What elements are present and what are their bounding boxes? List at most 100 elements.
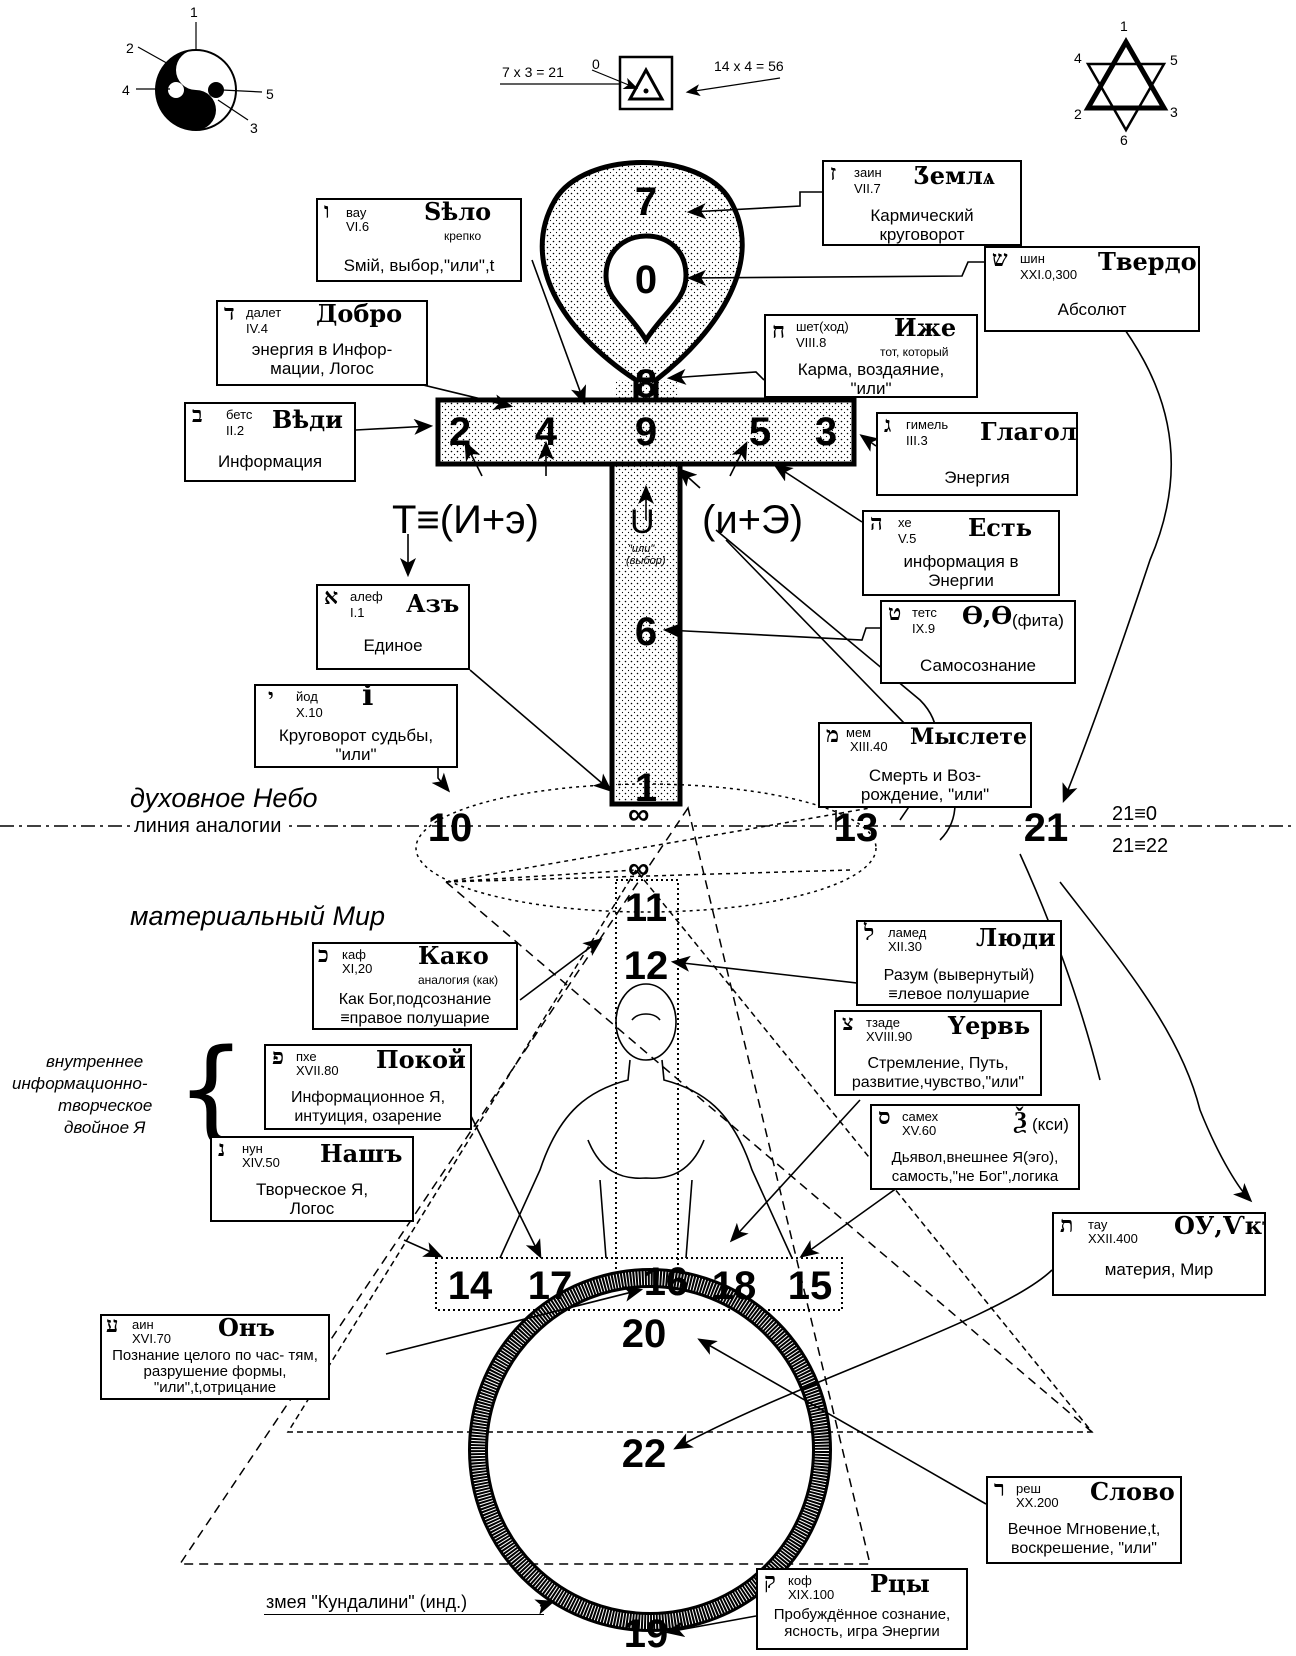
box-slovo: ר реш XX.200 Слово Вечное Мгновение,t, в… xyxy=(986,1476,1182,1564)
union-note-2: (выбор) xyxy=(626,555,666,567)
hebrew-name: йод xyxy=(296,689,318,704)
slavonic-letter: Ѳ,Ѳ xyxy=(962,601,1013,630)
num-17: 17 xyxy=(527,1264,573,1308)
hebrew-letter: צ xyxy=(842,1010,854,1036)
star-of-david-icon xyxy=(1083,36,1169,133)
num-22: 22 xyxy=(621,1432,667,1476)
ankh-num-7: 7 xyxy=(634,180,658,224)
num-12: 12 xyxy=(623,944,669,988)
inner-label-4: двойное Я xyxy=(64,1118,146,1137)
label-sky: духовное Небо xyxy=(130,783,318,813)
human-figure xyxy=(499,983,793,1259)
hebrew-number: XVI.70 xyxy=(132,1331,172,1346)
num-15: 15 xyxy=(787,1264,833,1308)
hebrew-name: алеф xyxy=(350,589,383,604)
slavonic-letter: і xyxy=(362,684,374,713)
slavonic-letter: Люди xyxy=(976,923,1056,952)
hebrew-letter: ק xyxy=(764,1568,776,1594)
hebrew-letter: ז xyxy=(830,160,837,186)
slavonic-letter: Вѣди xyxy=(272,405,343,434)
box-dobro: ד далет IV.4 Добро энергия в Инфор- маци… xyxy=(216,300,428,386)
hebrew-letter: ה xyxy=(870,510,883,536)
hebrew-number: VIII.8 xyxy=(796,335,827,350)
box-nash: נ нун XIV.50 Нашъ Творческое Я, Логос xyxy=(210,1136,414,1222)
union-symbol: U xyxy=(630,503,655,541)
hebrew-number: XXII.400 xyxy=(1088,1231,1138,1246)
box-description: Творческое Я, Логос xyxy=(255,1180,369,1218)
ankh-num-4: 4 xyxy=(534,410,558,454)
ankh-num-1: 1 xyxy=(634,766,658,810)
slavonic-letter: Онъ xyxy=(218,1314,275,1342)
hebrew-letter: ש xyxy=(992,246,1008,272)
box-description: Кармический круговорот xyxy=(870,206,974,244)
hebrew-letter: פ xyxy=(272,1044,284,1070)
hebrew-name: нун xyxy=(242,1141,263,1156)
hebrew-letter: ת xyxy=(1060,1212,1074,1238)
slavonic-letter: Азъ xyxy=(406,589,460,618)
yinyang-num-4: 4 xyxy=(122,82,130,98)
kundalini-underline xyxy=(264,1614,544,1615)
inner-label-3: творческое xyxy=(58,1096,153,1115)
box-lyudi: ל ламед XII.30 Люди Разум (вывернутый) ≡… xyxy=(856,920,1062,1006)
yinyang-num-2: 2 xyxy=(126,40,134,56)
hebrew-number: XIV.50 xyxy=(242,1155,280,1170)
triangle-square-icon xyxy=(500,55,781,111)
hebrew-name: пхе xyxy=(296,1049,317,1064)
hebrew-name: бетс xyxy=(226,407,253,422)
slavonic-letter: ОУ,Ѵкъ xyxy=(1174,1212,1264,1240)
hebrew-number: XXI.0,300 xyxy=(1020,267,1078,282)
label-analogy: линия аналогии xyxy=(130,816,286,836)
union-note-1: "или" xyxy=(628,543,655,555)
box-description: Единое xyxy=(363,636,423,655)
hebrew-letter: י xyxy=(268,684,274,710)
eq-21-0: 21≡0 xyxy=(1112,803,1158,825)
box-description: Стремление, Путь, развитие,чувство,"или" xyxy=(851,1055,1025,1091)
hebrew-number: XII.30 xyxy=(888,939,922,954)
slavonic-letter: Слово xyxy=(1090,1477,1175,1506)
hebrew-number: VI.6 xyxy=(346,219,370,234)
num-18: 18 xyxy=(711,1264,757,1308)
hebrew-letter: מ xyxy=(826,722,840,748)
slavonic-letter: Мыслете xyxy=(910,724,1027,750)
box-description: Карма, воздаяние, "или" xyxy=(797,360,945,398)
box-kako: כ каф XI,20 Како аналогия (как) Как Бог,… xyxy=(312,942,518,1030)
hebrew-letter: ג xyxy=(884,412,892,438)
sky-ellipse xyxy=(415,783,877,913)
hebrew-name: вау xyxy=(346,205,367,220)
infinity-sign-1: ∞ xyxy=(628,798,650,831)
hebrew-number: IV.4 xyxy=(246,321,268,336)
ankh-num-5: 5 xyxy=(748,410,772,454)
slavonic-subtitle: (кси) xyxy=(1032,1115,1069,1134)
hebrew-name: далет xyxy=(246,305,282,320)
star-num-4: 4 xyxy=(1074,50,1082,66)
label-kundalini: змея "Кундалини" (инд.) xyxy=(266,1592,468,1612)
hebrew-number: XIII.40 xyxy=(850,739,888,754)
hebrew-letter: ב xyxy=(192,402,203,428)
hebrew-letter: ל xyxy=(864,920,875,946)
ankh-num-8: 8 xyxy=(634,362,658,406)
box-description: Информация xyxy=(217,452,323,471)
box-rtsy: ק коф XIX.100 Рцы Пробуждённое сознание,… xyxy=(756,1568,968,1650)
hebrew-letter: ע xyxy=(106,1314,119,1338)
box-description: Ѕмій, выбор,"или",t xyxy=(343,256,495,275)
hebrew-number: XVIII.90 xyxy=(866,1029,913,1044)
box-i: י йод X.10 і Круговорот судьбы, "или" xyxy=(254,684,458,768)
slavonic-letter: Твердо xyxy=(1098,247,1197,276)
box-description: Энергия xyxy=(944,468,1010,487)
box-glagol: ג гимель III.3 Глаголь Энергия xyxy=(876,412,1078,496)
star-num-2: 2 xyxy=(1074,106,1082,122)
hebrew-letter: כ xyxy=(318,942,329,968)
box-description: Самосознание xyxy=(920,656,1036,675)
hebrew-name: аин xyxy=(132,1317,154,1332)
hebrew-name: шет(ход) xyxy=(796,319,849,334)
slavonic-letter: Покой xyxy=(376,1045,466,1074)
ankh-num-0: 0 xyxy=(634,258,658,302)
box-description: Дьявол,внешнее Я(эго), самость,"не Бог",… xyxy=(891,1149,1059,1185)
box-zemla: ז заин VII.7 Ʒемлѧ Кармический круговоро… xyxy=(822,160,1022,246)
box-description: Познание целого по час- тям, разрушение … xyxy=(112,1347,318,1396)
formula-left: 7 x 3 = 21 xyxy=(502,64,564,80)
box-myslete: מ мем XIII.40 Мыслете Смерть и Воз- рожд… xyxy=(818,722,1032,808)
hebrew-name: самех xyxy=(902,1109,939,1124)
slavonic-letter: Ѯ xyxy=(1014,1105,1027,1134)
formula-zero: 0 xyxy=(592,56,600,72)
